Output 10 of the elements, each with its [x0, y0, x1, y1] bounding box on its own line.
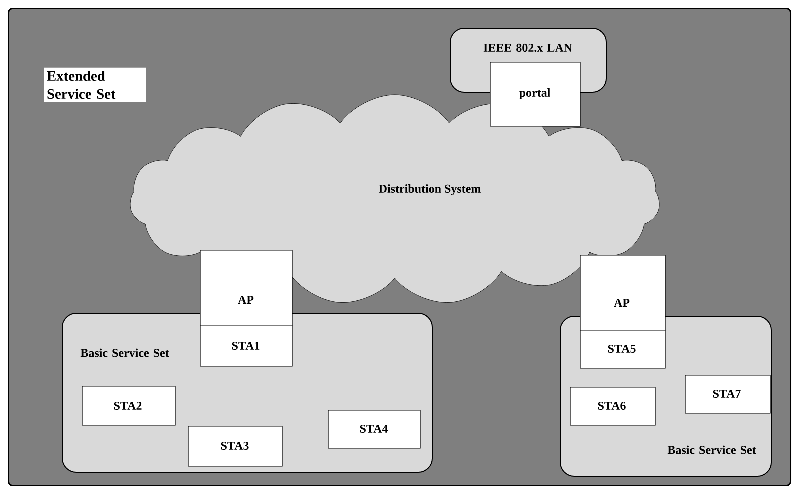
- device-box: portal: [490, 62, 581, 127]
- station-box: STA5: [580, 330, 666, 369]
- station-box: STA2: [82, 386, 176, 426]
- station-box: STA6: [570, 387, 656, 426]
- station-box: STA4: [328, 410, 421, 449]
- device-box: AP: [200, 250, 293, 326]
- station-box: STA1: [200, 325, 293, 367]
- device-box: AP: [580, 255, 666, 331]
- station-box: STA7: [685, 375, 771, 414]
- station-box: STA3: [188, 426, 283, 467]
